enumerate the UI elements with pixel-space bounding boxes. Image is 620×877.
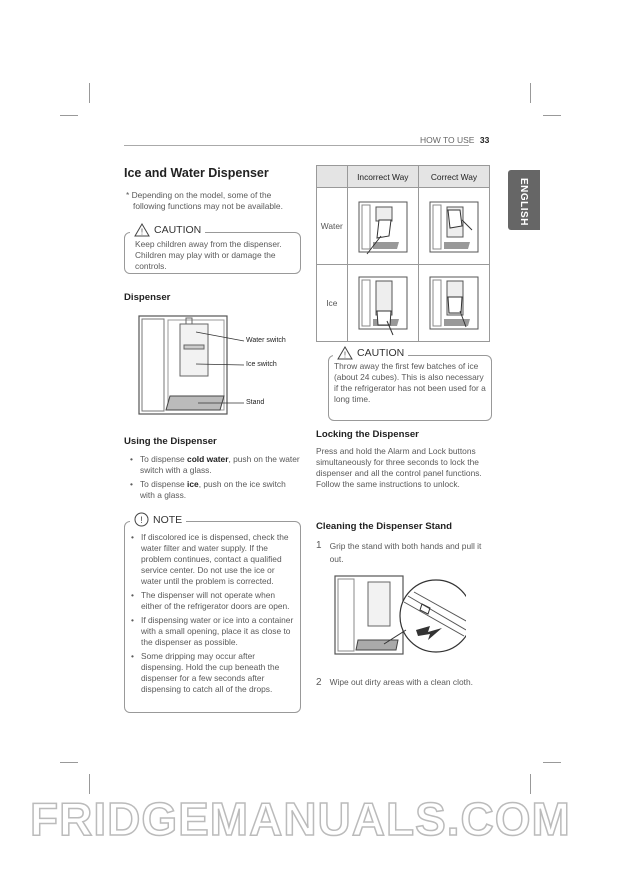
table-header: Incorrect Way (346, 165, 420, 188)
cleaning-heading: Cleaning the Dispenser Stand (316, 521, 452, 532)
crop-mark (89, 83, 90, 103)
note-item: If discolored ice is dispensed, check th… (131, 532, 295, 587)
language-tab: ENGLISH (508, 170, 540, 230)
warning-triangle-icon: ! (134, 223, 150, 237)
caution-text: Throw away the first few batches of ice … (334, 361, 486, 404)
crop-mark (543, 115, 561, 116)
caution-text: Keep children away from the dispenser. C… (135, 239, 282, 271)
page-number: 33 (479, 135, 490, 145)
header-rule (124, 145, 469, 146)
locking-heading: Locking the Dispenser (316, 429, 419, 440)
svg-text:!: ! (140, 515, 143, 525)
ice-switch-label: Ice switch (246, 361, 277, 368)
dispenser-illustration (138, 315, 245, 415)
note-item: The dispenser will not operate when eith… (131, 590, 295, 612)
info-exclamation-icon: ! (134, 512, 149, 527)
stand-removal-illustration (334, 575, 466, 655)
table-header: Correct Way (418, 165, 490, 188)
using-item: To dispense cold water, push on the wate… (130, 454, 302, 476)
caution-title: ! CAUTION (130, 223, 206, 237)
table-row: Water (316, 187, 490, 265)
dispenser-heading: Dispenser (124, 292, 171, 303)
crop-mark (60, 762, 78, 763)
note-box (124, 521, 301, 713)
row-label: Ice (316, 264, 348, 342)
caution-box (328, 355, 492, 421)
page-title: Ice and Water Dispenser (124, 166, 269, 180)
water-switch-label: Water switch (246, 337, 286, 344)
incorrect-ice-image (346, 264, 420, 342)
header-section: HOW TO USE 33 (420, 135, 490, 145)
using-heading: Using the Dispenser (124, 436, 217, 447)
table-row: Ice (316, 264, 490, 342)
stand-label: Stand (246, 399, 265, 406)
watermark: FRIDGEMANUALS.COM (29, 792, 571, 846)
using-list: To dispense cold water, push on the wate… (130, 454, 302, 504)
row-label: Water (316, 187, 348, 265)
note-item: If dispensing water or ice into a contai… (131, 615, 295, 648)
crop-mark (543, 762, 561, 763)
crop-mark (530, 774, 531, 794)
note-list: If discolored ice is dispensed, check th… (131, 532, 295, 698)
crop-mark (60, 115, 78, 116)
note-title: ! NOTE (130, 512, 187, 527)
using-item: To dispense ice, push on the ice switch … (130, 479, 302, 501)
incorrect-water-image (346, 187, 420, 265)
caution-box (124, 232, 301, 274)
correct-ice-image (418, 264, 490, 342)
caution-title: ! CAUTION (333, 346, 409, 360)
svg-text:!: ! (141, 228, 143, 237)
crop-mark (530, 83, 531, 103)
crop-mark (89, 774, 90, 794)
intro-note: * Depending on the model, some of the fo… (126, 190, 283, 211)
note-item: Some dripping may occur after dispensing… (131, 651, 295, 695)
table-header (316, 165, 348, 188)
locking-text: Press and hold the Alarm and Lock button… (316, 446, 482, 489)
language-tab-label: ENGLISH (518, 178, 529, 226)
correct-water-image (418, 187, 490, 265)
svg-text:!: ! (344, 351, 346, 360)
warning-triangle-icon: ! (337, 346, 353, 360)
